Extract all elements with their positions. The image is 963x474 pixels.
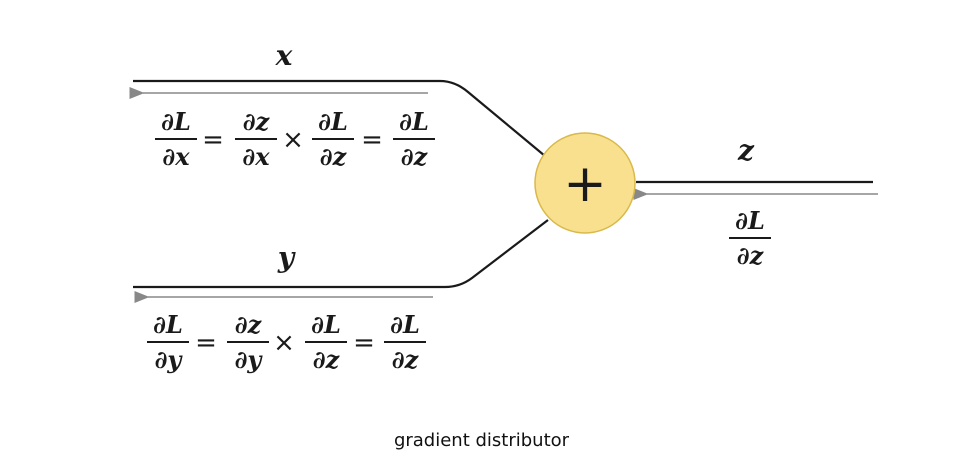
gradient-equation-y: ∂L ∂y = ∂z ∂y × ∂L ∂z = ∂L ∂z xyxy=(147,310,426,374)
eq-y-fraction-0: ∂L ∂y xyxy=(147,310,189,374)
eq-x-fraction-6-denominator: ∂z xyxy=(401,142,429,171)
plus-operator: + xyxy=(563,154,607,214)
gradient-z: ∂L ∂z xyxy=(729,206,771,270)
label-z: z xyxy=(737,134,755,167)
eq-x-fraction-0: ∂L ∂x xyxy=(155,107,197,171)
wire-y xyxy=(133,219,549,289)
grad-z-fraction-numerator: ∂L xyxy=(735,206,765,235)
eq-x-fraction-2-denominator: ∂x xyxy=(242,142,270,171)
wire-x xyxy=(133,79,546,157)
eq-y-fraction-0-numerator: ∂L xyxy=(153,310,183,339)
eq-y-fraction-6-numerator: ∂L xyxy=(390,310,420,339)
eq-x-fraction-4-denominator: ∂z xyxy=(320,142,348,171)
eq-y-operator-1: = xyxy=(195,328,217,358)
eq-y-fraction-6-denominator: ∂z xyxy=(392,345,420,374)
eq-y-fraction-6: ∂L ∂z xyxy=(384,310,426,374)
eq-x-operator-1: = xyxy=(202,125,224,155)
eq-y-fraction-2-denominator: ∂y xyxy=(235,345,264,374)
eq-y-fraction-0-denominator: ∂y xyxy=(155,345,184,374)
eq-y-fraction-2: ∂z ∂y xyxy=(227,310,269,374)
add-node xyxy=(534,132,636,234)
eq-x-fraction-0-numerator: ∂L xyxy=(161,107,191,136)
eq-x-operator-5: = xyxy=(361,125,383,155)
gradient-equation-x: ∂L ∂x = ∂z ∂x × ∂L ∂z = ∂L ∂z xyxy=(155,107,435,171)
eq-x-fraction-6-numerator: ∂L xyxy=(399,107,429,136)
eq-x-fraction-6: ∂L ∂z xyxy=(393,107,435,171)
eq-x-fraction-4-numerator: ∂L xyxy=(318,107,348,136)
label-y: y xyxy=(277,241,296,274)
eq-x-fraction-2-numerator: ∂z xyxy=(243,107,271,136)
eq-y-operator-5: = xyxy=(353,328,375,358)
eq-y-operator-3: × xyxy=(273,328,295,358)
caption: gradient distributor xyxy=(393,430,570,451)
eq-y-fraction-4-denominator: ∂z xyxy=(313,345,341,374)
grad-z-fraction: ∂L ∂z xyxy=(729,206,771,270)
eq-x-operator-3: × xyxy=(282,125,304,155)
eq-y-fraction-4-numerator: ∂L xyxy=(311,310,341,339)
eq-y-fraction-4: ∂L ∂z xyxy=(305,310,347,374)
eq-x-fraction-4: ∂L ∂z xyxy=(312,107,354,171)
grad-z-fraction-denominator: ∂z xyxy=(737,241,765,270)
eq-x-fraction-2: ∂z ∂x xyxy=(235,107,277,171)
label-x: x xyxy=(275,39,293,72)
eq-y-fraction-2-numerator: ∂z xyxy=(235,310,263,339)
eq-x-fraction-0-denominator: ∂x xyxy=(162,142,190,171)
